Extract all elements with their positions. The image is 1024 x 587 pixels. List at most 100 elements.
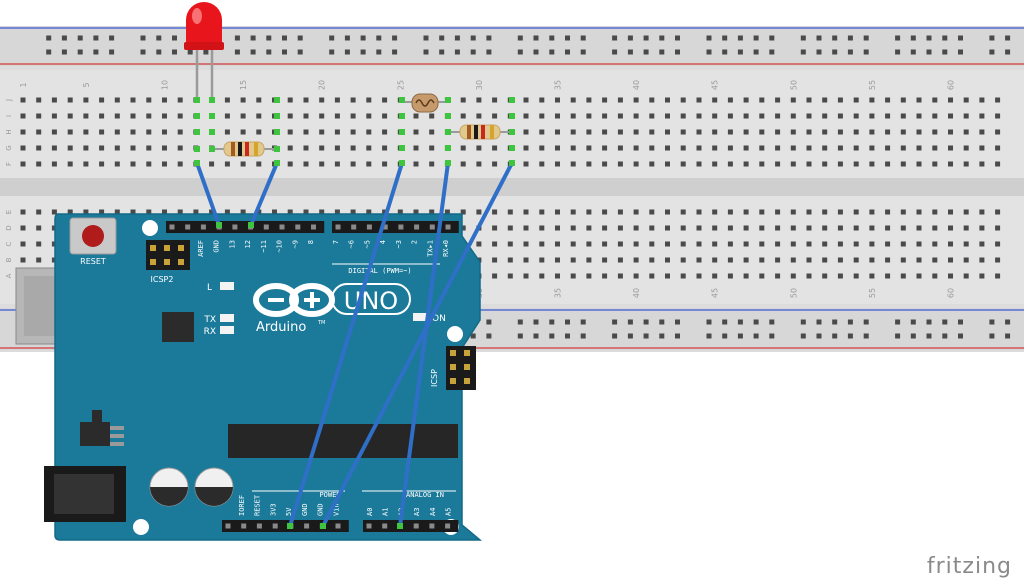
breadboard-hole bbox=[555, 129, 560, 135]
header-pin[interactable] bbox=[185, 224, 191, 230]
icsp-pin[interactable] bbox=[450, 378, 456, 384]
breadboard-hole bbox=[948, 97, 953, 103]
power-rail-hole bbox=[549, 319, 555, 325]
reset-button-cap[interactable] bbox=[82, 225, 104, 247]
breadboard-hole bbox=[429, 161, 435, 167]
breadboard-hole bbox=[680, 129, 686, 135]
connected-hole bbox=[209, 113, 215, 119]
breadboard-hole bbox=[319, 129, 325, 135]
power-rail-hole bbox=[706, 35, 712, 41]
power-rail-hole bbox=[832, 333, 838, 339]
wire-resistor-pin12[interactable] bbox=[249, 161, 279, 227]
header-pin[interactable] bbox=[169, 224, 175, 230]
header-pin[interactable] bbox=[256, 523, 262, 529]
breadboard-hole bbox=[853, 129, 859, 135]
header-pin[interactable] bbox=[241, 523, 247, 529]
header-pin[interactable] bbox=[225, 523, 231, 529]
icsp-pin[interactable] bbox=[450, 364, 456, 370]
header-pin[interactable] bbox=[335, 224, 341, 230]
wire-ldr-5v[interactable] bbox=[288, 161, 404, 528]
digital-pin-label: RX◂0 bbox=[442, 240, 450, 257]
header-pin[interactable] bbox=[445, 224, 451, 230]
breadboard-hole bbox=[633, 225, 639, 231]
power-rail-hole bbox=[580, 319, 586, 325]
breadboard-hole bbox=[67, 145, 73, 151]
icsp2-pin[interactable] bbox=[150, 245, 156, 251]
breadboard-hole bbox=[837, 145, 843, 151]
breadboard-hole bbox=[539, 257, 545, 263]
header-pin[interactable] bbox=[295, 224, 301, 230]
led-rx-indicator bbox=[220, 326, 234, 334]
breadboard-hole bbox=[177, 161, 183, 167]
breadboard-hole bbox=[963, 241, 969, 247]
breadboard-hole bbox=[680, 257, 686, 263]
power-rail-hole bbox=[737, 319, 743, 325]
header-pin[interactable] bbox=[351, 224, 357, 230]
breadboard-hole bbox=[649, 113, 655, 119]
icsp-pin[interactable] bbox=[450, 350, 456, 356]
header-pin[interactable] bbox=[279, 224, 285, 230]
breadboard-hole bbox=[570, 257, 576, 263]
header-pin[interactable] bbox=[304, 523, 310, 529]
header-pin[interactable] bbox=[232, 224, 238, 230]
analog-pin-label: A3 bbox=[413, 508, 421, 516]
breadboard-hole bbox=[916, 225, 922, 231]
power-rail-hole bbox=[895, 333, 901, 339]
header-pin[interactable] bbox=[382, 224, 388, 230]
wire-led-gnd[interactable] bbox=[195, 161, 221, 227]
wire-resistor-gnd[interactable] bbox=[321, 161, 514, 528]
breadboard-hole bbox=[727, 161, 733, 167]
breadboard-hole bbox=[790, 145, 796, 151]
breadboard-hole bbox=[806, 161, 812, 167]
header-pin[interactable] bbox=[311, 224, 316, 230]
breadboard-hole bbox=[696, 161, 702, 167]
power-rail-hole bbox=[737, 35, 743, 41]
header-pin[interactable] bbox=[366, 523, 372, 529]
header-pin[interactable] bbox=[429, 523, 435, 529]
breadboard-hole bbox=[869, 241, 875, 247]
icsp2-pin[interactable] bbox=[178, 259, 184, 265]
icsp-pin[interactable] bbox=[464, 378, 470, 384]
header-pin[interactable] bbox=[382, 523, 388, 529]
breadboard-hole bbox=[539, 97, 545, 103]
breadboard-hole bbox=[649, 161, 655, 167]
breadboard-hole bbox=[507, 257, 513, 263]
breadboard-hole bbox=[900, 273, 906, 279]
breadboard-hole bbox=[806, 209, 812, 215]
breadboard-hole bbox=[696, 129, 702, 135]
wire-ldr-a2[interactable] bbox=[398, 161, 450, 528]
power-rail-hole bbox=[172, 35, 177, 41]
power-rail-hole bbox=[910, 319, 916, 325]
power-rail-hole bbox=[612, 333, 618, 339]
breadboard-hole bbox=[36, 97, 42, 103]
header-pin[interactable] bbox=[429, 224, 435, 230]
icsp2-pin[interactable] bbox=[164, 259, 170, 265]
header-pin[interactable] bbox=[272, 523, 278, 529]
icsp2-pin[interactable] bbox=[178, 245, 184, 251]
header-pin[interactable] bbox=[263, 224, 269, 230]
breadboard-hole bbox=[649, 145, 655, 151]
power-rail-hole bbox=[486, 35, 492, 41]
header-pin[interactable] bbox=[398, 224, 404, 230]
power-rail-hole bbox=[800, 35, 806, 41]
breadboard-hole bbox=[429, 145, 435, 151]
header-pin[interactable] bbox=[414, 224, 420, 230]
header-pin[interactable] bbox=[366, 224, 372, 230]
icsp-pin[interactable] bbox=[464, 364, 470, 370]
column-number: 5 bbox=[82, 82, 91, 87]
icsp-pin[interactable] bbox=[464, 350, 470, 356]
breadboard-hole bbox=[995, 209, 1001, 215]
breadboard-hole bbox=[602, 241, 608, 247]
header-pin[interactable] bbox=[413, 523, 419, 529]
breadboard-hole bbox=[523, 129, 529, 135]
breadboard-hole bbox=[837, 209, 843, 215]
header-pin[interactable] bbox=[335, 523, 341, 529]
header-pin[interactable] bbox=[445, 523, 451, 529]
icsp2-pin[interactable] bbox=[164, 245, 170, 251]
breadboard-hole bbox=[256, 97, 262, 103]
header-pin[interactable] bbox=[200, 224, 206, 230]
breadboard-hole bbox=[570, 241, 576, 247]
breadboard-hole bbox=[916, 257, 922, 263]
led-rx-label: RX bbox=[204, 327, 216, 337]
icsp2-pin[interactable] bbox=[150, 259, 156, 265]
